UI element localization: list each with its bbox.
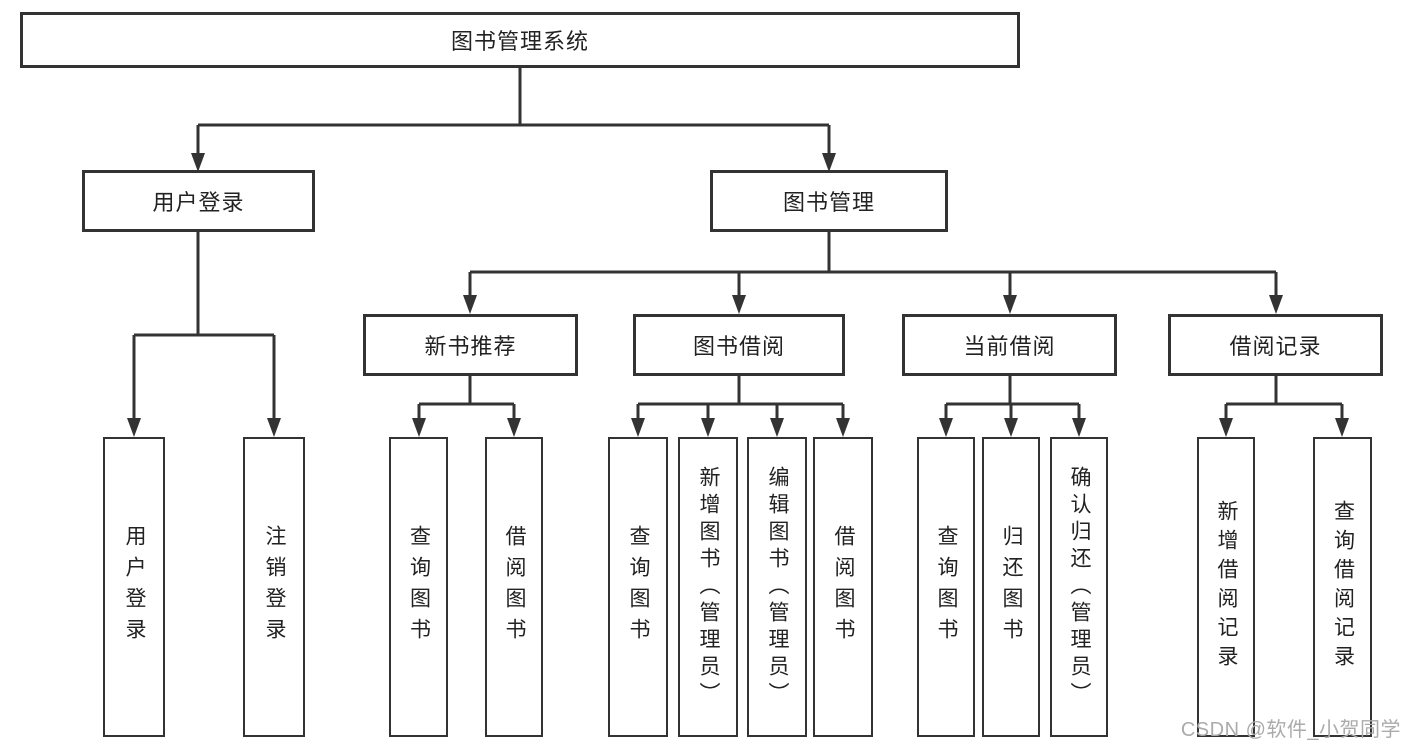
- arrowhead: [1072, 418, 1086, 437]
- node-leaf-return-book: 归还图书: [982, 437, 1040, 737]
- arrowhead: [507, 418, 521, 437]
- arrowhead: [267, 418, 281, 437]
- node-leaf-query-book-b: 查询图书: [608, 437, 668, 737]
- node-book-management: 图书管理: [710, 170, 948, 232]
- arrowhead: [191, 153, 205, 172]
- connector-root: [196, 68, 831, 156]
- node-leaf-borrow-book-a: 借阅图书: [485, 437, 543, 737]
- arrowhead: [770, 418, 784, 437]
- node-leaf-edit-book-admin: 编辑图书（管理员）: [747, 437, 807, 737]
- arrowhead: [1219, 418, 1233, 437]
- arrowhead: [127, 418, 141, 437]
- arrowhead: [1335, 418, 1349, 437]
- arrowhead: [1269, 295, 1283, 314]
- arrowhead: [836, 418, 850, 437]
- arrowhead: [732, 295, 746, 314]
- arrowhead: [939, 418, 953, 437]
- connector-new-book-recommend: [417, 376, 516, 421]
- arrowhead: [412, 418, 426, 437]
- watermark: CSDN @软件_小贺同学: [1180, 719, 1401, 741]
- node-leaf-add-borrow-rec: 新增借阅记录: [1197, 437, 1255, 737]
- node-leaf-add-book-admin: 新增图书（管理员）: [678, 437, 738, 737]
- node-current-borrow: 当前借阅: [902, 314, 1117, 376]
- node-leaf-confirm-return: 确认归还（管理员）: [1050, 437, 1108, 737]
- arrowhead: [463, 295, 477, 314]
- node-leaf-logout: 注销登录: [243, 437, 305, 737]
- node-new-book-recommend: 新书推荐: [363, 314, 578, 376]
- node-leaf-query-book-a: 查询图书: [389, 437, 448, 737]
- arrowhead: [701, 418, 715, 437]
- node-leaf-borrow-book-b: 借阅图书: [813, 437, 873, 737]
- connector-book-borrow: [636, 376, 845, 421]
- node-book-borrow: 图书借阅: [633, 314, 845, 376]
- connector-borrow-records: [1224, 376, 1344, 421]
- node-leaf-query-book-c: 查询图书: [917, 437, 975, 737]
- connector-book-management: [468, 232, 1278, 298]
- arrowhead: [1004, 418, 1018, 437]
- connector-user-login: [132, 232, 276, 421]
- node-borrow-records: 借阅记录: [1168, 314, 1383, 376]
- connector-current-borrow: [944, 376, 1081, 421]
- arrowhead: [1003, 295, 1017, 314]
- arrowhead: [822, 153, 836, 172]
- node-user-login: 用户登录: [82, 170, 315, 232]
- node-system-root: 图书管理系统: [20, 12, 1020, 68]
- node-leaf-user-login: 用户登录: [103, 437, 165, 737]
- node-leaf-query-borrow-rec: 查询借阅记录: [1313, 437, 1372, 737]
- arrowhead: [631, 418, 645, 437]
